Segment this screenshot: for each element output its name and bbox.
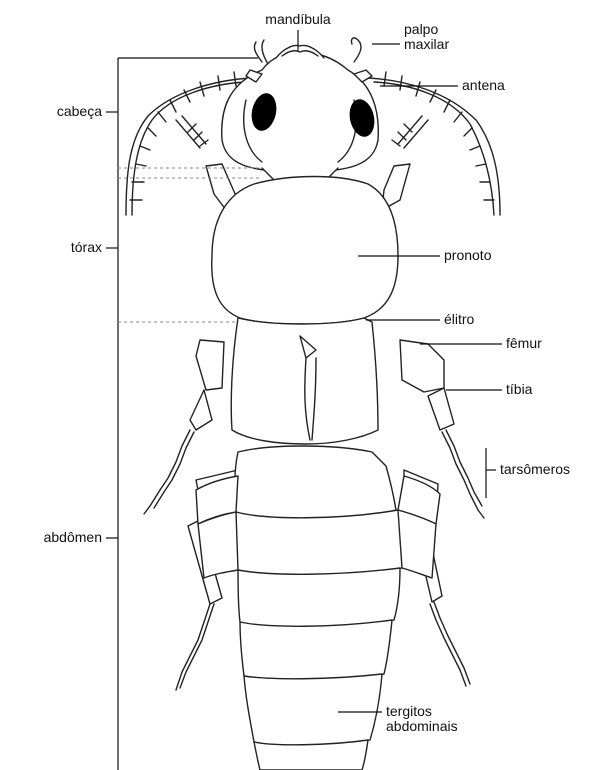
label-cabeca: cabeça <box>20 104 102 119</box>
label-abdomen: abdômen <box>8 530 102 545</box>
mandibles <box>276 46 324 59</box>
label-tergitos-abdominais: tergitos abdominais <box>386 704 486 734</box>
label-antena: antena <box>462 78 505 93</box>
label-tarsomeros: tarsômeros <box>500 462 570 477</box>
label-elitro: élitro <box>444 312 474 327</box>
pronotum <box>212 177 398 325</box>
label-torax: tórax <box>20 240 102 255</box>
label-palpo-maxilar: palpo maxilar <box>404 22 484 52</box>
label-pronoto: pronoto <box>444 248 491 263</box>
label-femur: fêmur <box>506 336 542 351</box>
label-mandibula: mandíbula <box>250 12 346 27</box>
label-tibia: tíbia <box>506 382 532 397</box>
